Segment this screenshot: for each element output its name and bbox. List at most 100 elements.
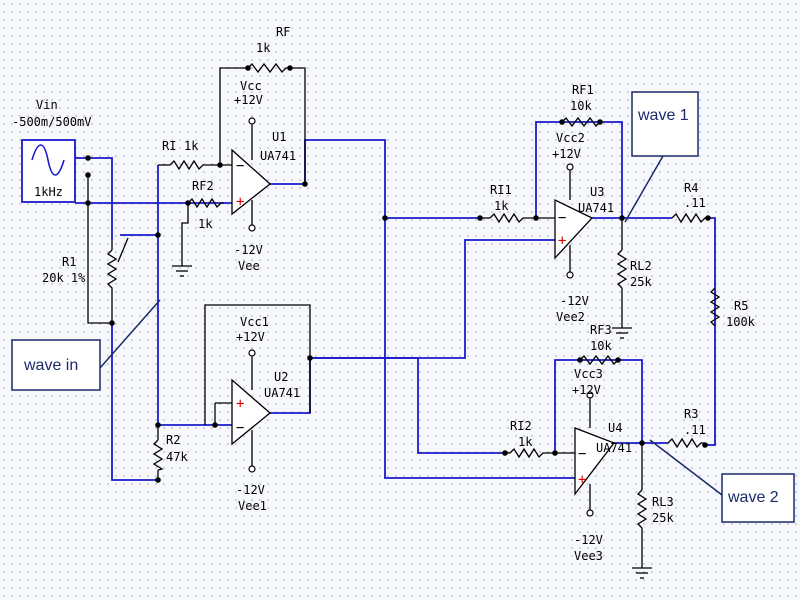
resistor-rl3 bbox=[636, 489, 648, 529]
u2-ref: U2 bbox=[274, 370, 288, 384]
u1-vee-label: Vee bbox=[238, 259, 260, 273]
callout-wave-1: wave 1 bbox=[624, 91, 699, 223]
resistor-rl2 bbox=[616, 249, 628, 289]
label-r3-value: .11 bbox=[684, 423, 706, 437]
junction-dot bbox=[155, 232, 161, 238]
opamp-u1: − + Vcc +12V U1 UA741 -12V Vee bbox=[231, 79, 296, 273]
resistor-ri2 bbox=[509, 447, 545, 459]
label-rf3-value: 10k bbox=[590, 339, 612, 353]
plus-sign: + bbox=[578, 472, 586, 488]
u2-model: UA741 bbox=[264, 386, 300, 400]
label-r1-value: 20k 1% bbox=[42, 271, 86, 285]
opamp-u4: − + Vcc3 +12V U4 UA741 -12V Vee3 bbox=[572, 367, 632, 563]
u3-ref: U3 bbox=[590, 185, 604, 199]
callout-wave-in: wave in bbox=[11, 299, 161, 391]
u3-vee-value: -12V bbox=[560, 294, 589, 308]
label-rf: RF bbox=[276, 25, 290, 39]
u4-model: UA741 bbox=[596, 441, 632, 455]
junction-dot bbox=[533, 215, 539, 221]
opamp-u3: − + Vcc2 +12V U3 UA741 -12V Vee2 bbox=[552, 131, 614, 324]
resistor-r5 bbox=[709, 287, 721, 327]
u1-ref: U1 bbox=[272, 130, 286, 144]
u4-ref: U4 bbox=[608, 421, 622, 435]
wire-r1-to-r2-bottom bbox=[111, 323, 158, 481]
label-rl2: RL2 bbox=[630, 259, 652, 273]
label-rl3: RL3 bbox=[652, 495, 674, 509]
label-ri-value: 1k bbox=[184, 139, 199, 153]
plus-sign: + bbox=[558, 233, 566, 249]
u3-vcc-label: Vcc2 bbox=[556, 131, 585, 145]
resistor-rf3 bbox=[579, 354, 619, 366]
junction-dot bbox=[245, 65, 251, 71]
u1-vcc-label: Vcc bbox=[240, 79, 262, 93]
junction-dot bbox=[287, 65, 293, 71]
u1-model: UA741 bbox=[260, 149, 296, 163]
resistor-ri1 bbox=[489, 212, 524, 224]
ground-icon bbox=[172, 262, 192, 277]
label-r5: R5 bbox=[734, 299, 748, 313]
source-box bbox=[21, 139, 76, 203]
wire-u1-out-to-ri1 bbox=[268, 139, 480, 219]
wire-r4-r5-r3 bbox=[705, 217, 716, 446]
label-r5-value: 100k bbox=[726, 315, 756, 329]
label-r1: R1 bbox=[62, 255, 76, 269]
ground-icon bbox=[632, 565, 652, 579]
resistor-rf1 bbox=[561, 116, 601, 128]
callout-pointer bbox=[649, 439, 723, 496]
plus-sign: + bbox=[236, 396, 244, 412]
u4-vcc-label: Vcc3 bbox=[574, 367, 603, 381]
u2-vee-value: -12V bbox=[236, 483, 265, 497]
label-rf1: RF1 bbox=[572, 83, 594, 97]
resistor-rf2 bbox=[187, 197, 224, 209]
junction-dot bbox=[155, 422, 161, 428]
junction-dot bbox=[155, 477, 161, 483]
u3-model: UA741 bbox=[578, 201, 614, 215]
junction-dot bbox=[702, 442, 708, 448]
u2-vcc-label: Vcc1 bbox=[240, 315, 269, 329]
component-labels: RF 1k RI 1k RF2 1k R1 20k 1% R2 47k RF1 … bbox=[42, 25, 756, 525]
label-rl2-value: 25k bbox=[630, 275, 652, 289]
junction-dot bbox=[639, 440, 645, 446]
resistor-r3 bbox=[667, 437, 705, 449]
junction-dot bbox=[552, 450, 558, 456]
label-r4-value: .11 bbox=[684, 196, 706, 210]
label-r4: R4 bbox=[684, 181, 698, 195]
label-ri1: RI1 bbox=[490, 183, 512, 197]
resistor-r1 bbox=[106, 249, 118, 323]
label-r2-value: 47k bbox=[166, 450, 188, 464]
callout-wave-2: wave 2 bbox=[649, 439, 795, 523]
opamp-u2: + − Vcc1 +12V U2 UA741 -12V Vee1 bbox=[231, 315, 300, 513]
u2-vee-label: Vee1 bbox=[238, 499, 267, 513]
junction-dot bbox=[619, 215, 625, 221]
opamp-symbol bbox=[554, 198, 594, 260]
label-rf-value: 1k bbox=[256, 41, 271, 55]
junction-dot bbox=[212, 422, 218, 428]
junction-dot bbox=[502, 450, 508, 456]
junction-dot bbox=[85, 200, 91, 206]
resistor-r4 bbox=[671, 212, 708, 224]
callout-box bbox=[721, 473, 795, 523]
wire-u1-fb-right bbox=[290, 67, 306, 184]
wire-u2-out-to-u3-plus bbox=[268, 239, 555, 414]
source-frequency: 1kHz bbox=[34, 185, 63, 199]
label-ri1-value: 1k bbox=[494, 199, 509, 213]
callout-pointer bbox=[99, 299, 161, 369]
junction-dot bbox=[302, 181, 308, 187]
u1-vee-value: -12V bbox=[234, 243, 263, 257]
junction-dot bbox=[477, 215, 483, 221]
callout-wave-in-label: wave in bbox=[23, 357, 78, 374]
u4-vcc-value: +12V bbox=[572, 383, 601, 397]
resistor-ri bbox=[169, 159, 205, 171]
junction-dot bbox=[85, 155, 91, 161]
minus-sign: − bbox=[558, 210, 566, 226]
u4-vee-label: Vee3 bbox=[574, 549, 603, 563]
junctions bbox=[85, 65, 711, 483]
opamp-symbol bbox=[574, 427, 616, 496]
junction-dot bbox=[85, 172, 91, 178]
junction-dot bbox=[217, 162, 223, 168]
plus-sign: + bbox=[236, 194, 244, 210]
label-r2: R2 bbox=[166, 433, 180, 447]
wire-u1-fb-left bbox=[219, 67, 248, 165]
